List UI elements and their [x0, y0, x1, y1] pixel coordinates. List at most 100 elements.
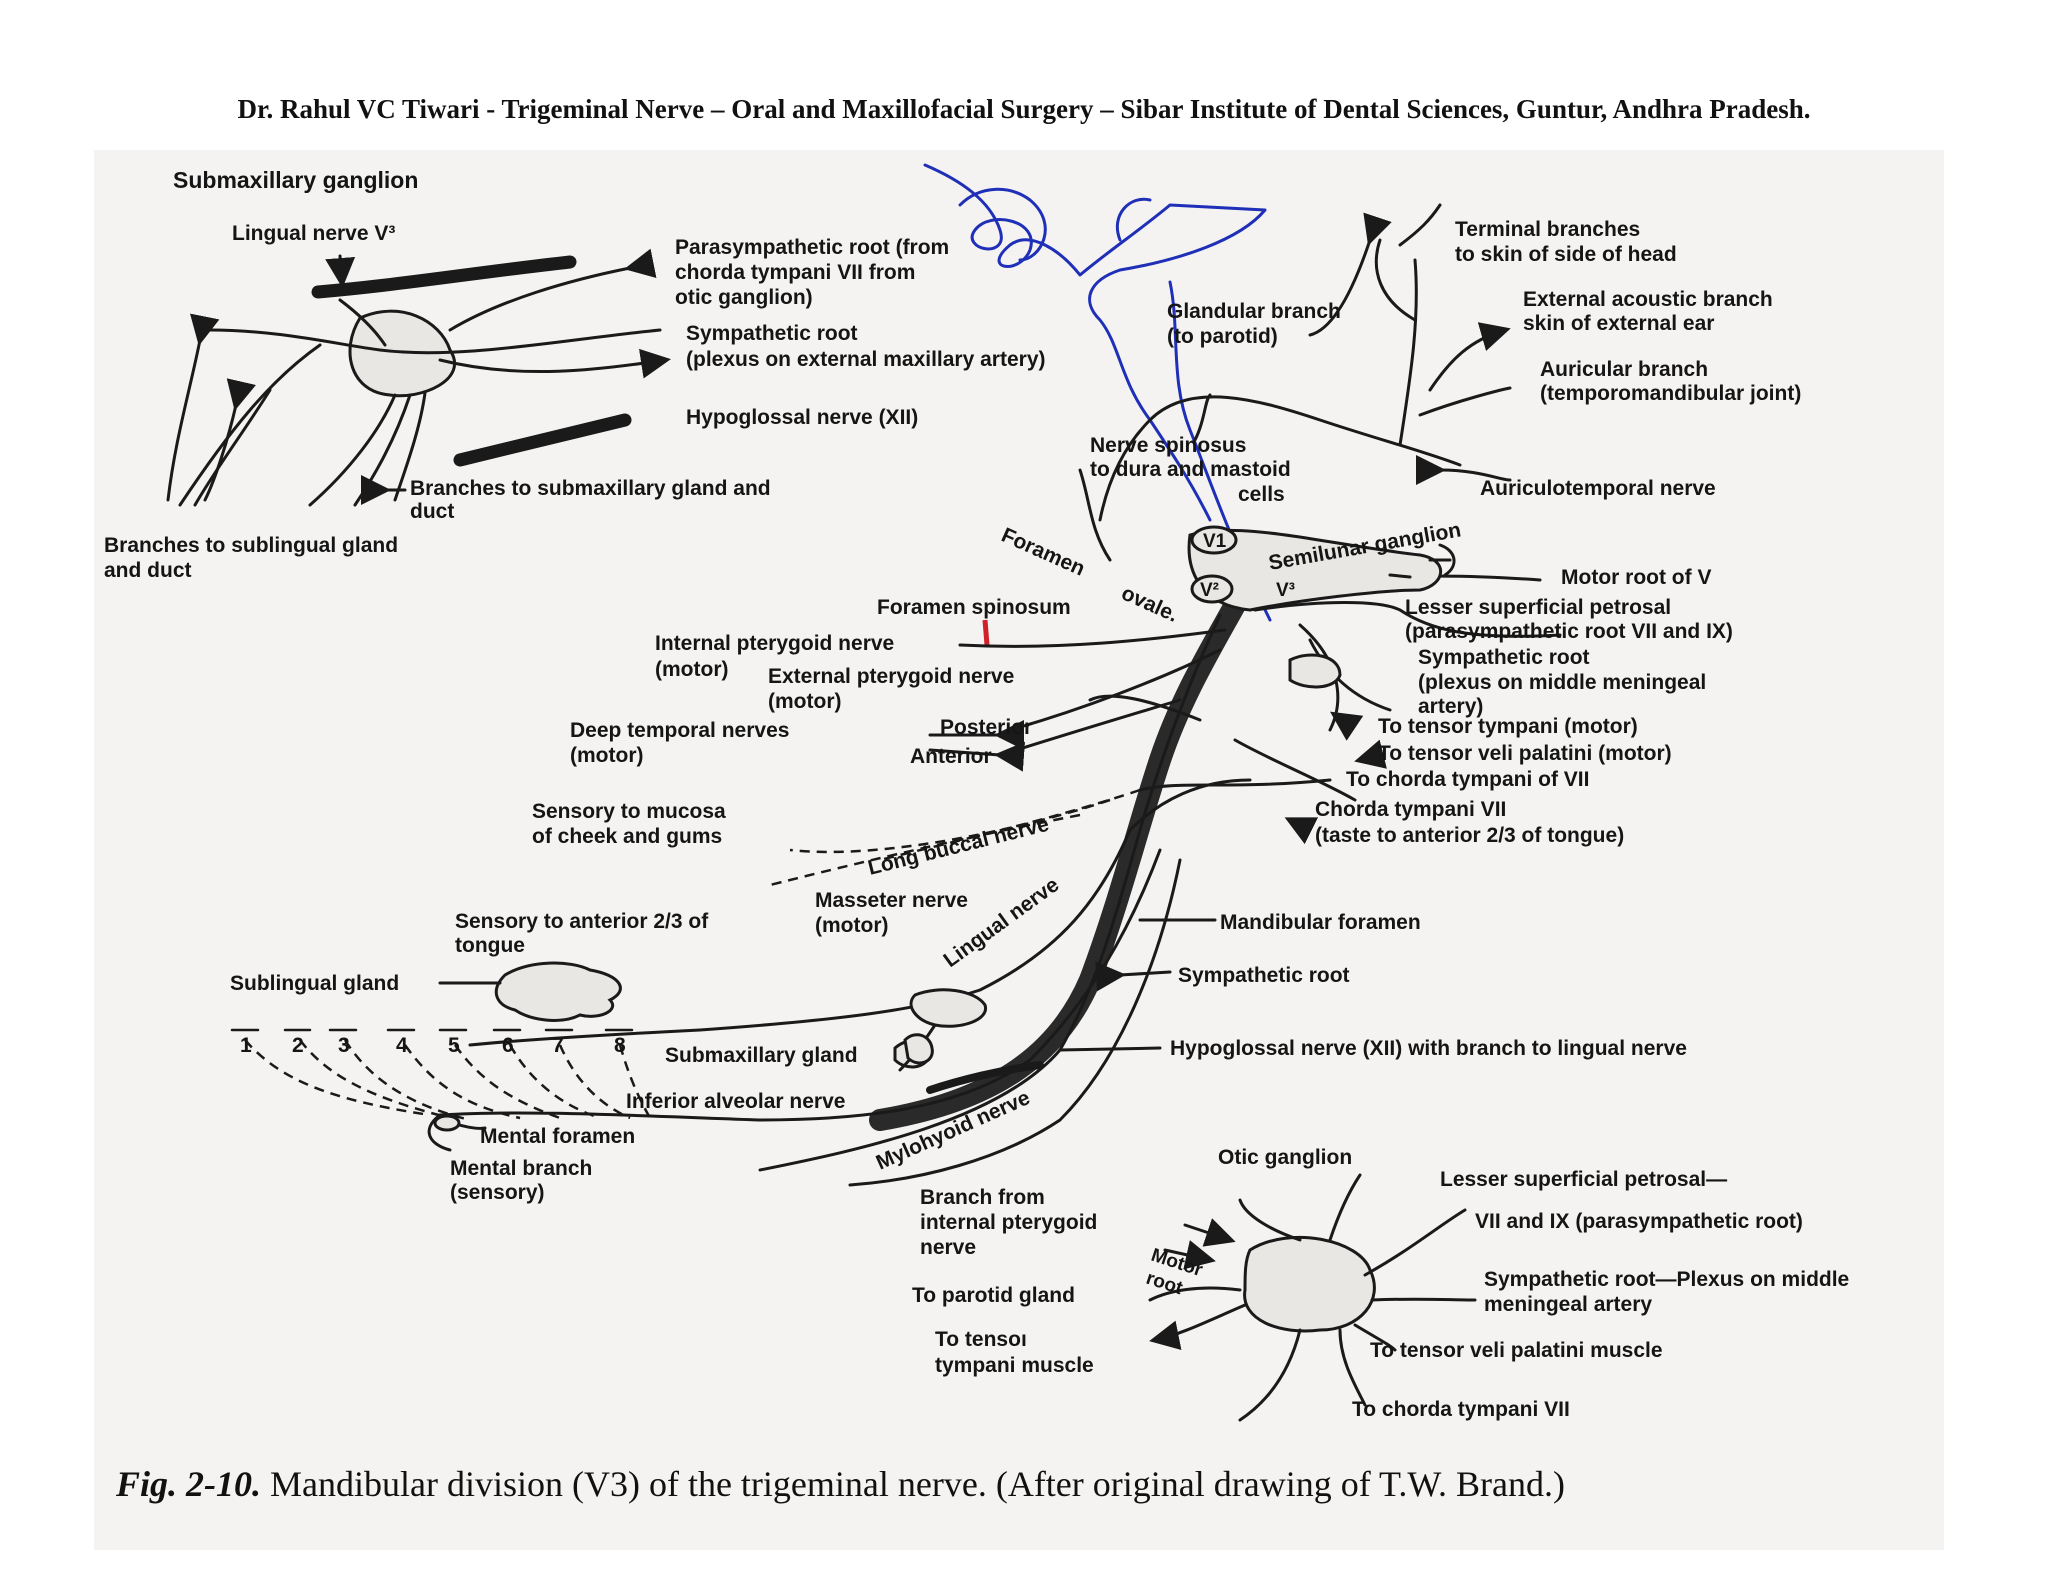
submaxillary-gland-shape [903, 1033, 934, 1065]
diagram-label: Chorda tympani VII [1315, 798, 1506, 821]
diagram-label: ovale. [1118, 582, 1182, 627]
diagram-label: cells [1238, 483, 1285, 506]
diagram-label: Sympathetic root [1178, 964, 1350, 987]
diagram-label: 3 [338, 1034, 350, 1057]
diagram-line [1330, 711, 1364, 741]
lingual-nerve-trunk [311, 255, 577, 299]
diagram-line [1183, 1218, 1236, 1247]
diagram-label: Foramen [998, 524, 1088, 581]
diagram-line [244, 1039, 431, 1117]
diagram-label: Mandibular foramen [1220, 911, 1421, 934]
diagram-label: V² [1200, 580, 1219, 601]
diagram-label: Auricular branch [1540, 358, 1708, 381]
diagram-label: internal pterygoid [920, 1211, 1097, 1234]
diagram-label: Hypoglossal nerve (XII) with branch to l… [1170, 1037, 1687, 1060]
diagram-label: Sympathetic root [686, 322, 858, 345]
figure-caption: Fig. 2-10. Mandibular division (V3) of t… [116, 1462, 1946, 1506]
diagram-label: External acoustic branch [1523, 288, 1773, 311]
red-mark [982, 619, 990, 646]
diagram-label: Hypoglossal nerve (XII) [686, 406, 918, 429]
diagram-line [1193, 393, 1212, 442]
diagram-label: To tensor tympani (motor) [1378, 715, 1638, 738]
diagram-line [403, 1044, 521, 1120]
diagram-line [926, 1061, 1044, 1094]
diagram-line [758, 613, 1222, 1172]
diagram-label: duct [410, 500, 454, 523]
diagram-line [958, 187, 1047, 262]
diagram-line [1284, 817, 1319, 845]
diagram-label: (taste to anterior 2/3 of tongue) [1315, 824, 1624, 847]
diagram-label: 1 [240, 1034, 252, 1057]
diagram-label: External pterygoid nerve [768, 665, 1014, 688]
diagram-line [448, 248, 657, 332]
diagram-label: To tensor veli palatini muscle [1370, 1339, 1663, 1362]
diagram-line [1238, 1328, 1302, 1422]
diagram-label: chorda tympani VII from [675, 261, 915, 284]
diagram-line [208, 328, 662, 355]
diagram-label: To chorda tympani of VII [1346, 768, 1589, 791]
diagram-line [1328, 1173, 1362, 1242]
diagram-line [789, 798, 1111, 854]
diagram-label: otic ganglion) [675, 286, 813, 309]
diagram-line [1418, 386, 1512, 417]
diagram-label: (sensory) [450, 1181, 545, 1204]
diagram-line [343, 1039, 471, 1122]
submaxillary-ganglion-title: Submaxillary ganglion [173, 167, 418, 193]
diagram-label: Sympathetic root [1418, 646, 1590, 669]
otic-ganglion-body [1243, 1235, 1376, 1333]
diagram-line [1128, 778, 1252, 832]
diagram-line [1190, 574, 1234, 604]
diagram-line [1008, 648, 1222, 732]
diagram-line [193, 388, 272, 507]
diagram-line [618, 1044, 652, 1119]
diagram-label: Branches to submaxillary gland and [410, 477, 771, 500]
diagram-label: Parasympathetic root (from [675, 236, 949, 259]
diagram-line [1338, 1328, 1367, 1407]
diagram-label: Deep temporal nerves [570, 719, 789, 742]
diagram-label: Mental foramen [480, 1125, 635, 1148]
diagram-line [848, 858, 1182, 1187]
diagram-label: Posterior [940, 716, 1032, 739]
diagram-label: (to parotid) [1167, 325, 1278, 348]
diagram-label: Branches to sublingual gland [104, 534, 398, 557]
diagram-line [1353, 1323, 1397, 1352]
diagram-line [178, 343, 322, 507]
diagram-line [438, 348, 671, 379]
sublingual-gland-shape [494, 961, 622, 1022]
diagram-label: Nerve spinosus [1090, 434, 1246, 457]
diagram-line [308, 393, 397, 507]
diagram-line [166, 313, 220, 502]
diagram-label: Sublingual gland [230, 972, 399, 995]
diagram-line [1078, 468, 1112, 562]
diagram-line [1370, 1297, 1477, 1302]
diagram-line [1415, 454, 1512, 485]
diagram-label: Otic ganglion [1218, 1146, 1352, 1169]
diagram-line [1438, 543, 1456, 577]
diagram-line [338, 298, 387, 347]
diagram-line [1238, 1198, 1302, 1242]
submaxillary-ganglion-panel: Submaxillary ganglion Lingual nerve V³ P… [104, 167, 1046, 582]
diagram-line [325, 254, 356, 288]
diagram-label: of cheek and gums [532, 825, 722, 848]
diagram-line [1233, 738, 1357, 802]
diagram-label: Motor root of V [1561, 566, 1711, 589]
diagram-line [769, 813, 1081, 887]
diagram-label: (motor) [815, 914, 888, 937]
diagram-label: Internal pterygoid nerve [655, 632, 894, 655]
diagram-label: to dura and mastoid [1090, 458, 1291, 481]
figure-caption-text: Mandibular division (V3) of the trigemin… [261, 1464, 1566, 1504]
diagram-label: Submaxillary gland [665, 1044, 858, 1067]
diagram-label: Anterior [910, 745, 992, 768]
diagram-line [1253, 601, 1562, 638]
diagram-label: Lingual nerve [939, 873, 1063, 972]
diagram-label: To tensor veli palatini (motor) [1378, 742, 1672, 765]
diagram-label: (temporomandibular joint) [1540, 382, 1801, 405]
diagram-label: To chorda tympani VII [1352, 1398, 1570, 1421]
diagram-line [1374, 238, 1417, 322]
diagram-label: Mental branch [450, 1157, 592, 1180]
diagram-line [1058, 1046, 1162, 1052]
diagram-line [1363, 1208, 1467, 1277]
page-header: Dr. Rahul VC Tiwari - Trigeminal Nerve –… [237, 94, 1811, 124]
diagram-line [923, 163, 1267, 522]
